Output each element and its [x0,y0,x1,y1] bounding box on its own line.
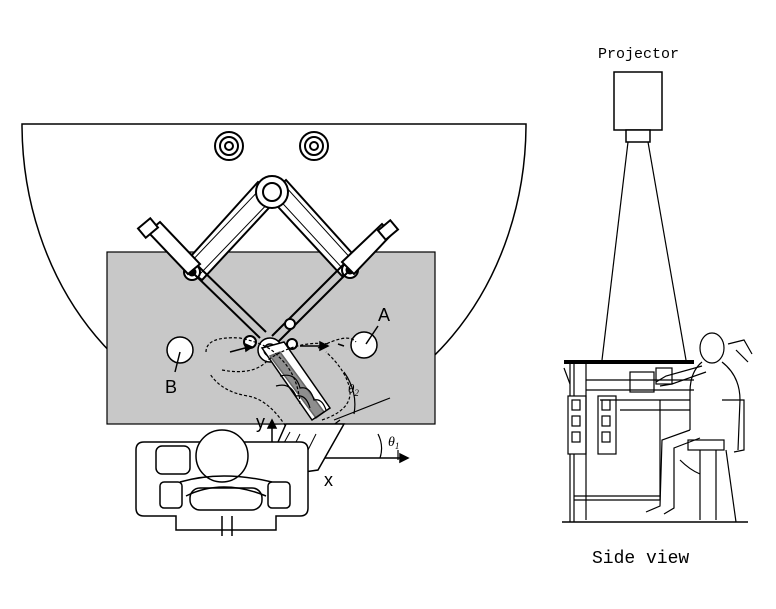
side-participant [645,332,753,523]
theta2-arc [343,371,356,415]
label-a: A [378,305,390,325]
target-b-circle [166,336,194,364]
label-b: B [165,377,177,397]
axis-x-label: x [324,470,333,490]
theta2-subscript: 2 [354,388,359,398]
projection-beam-left [601,141,629,361]
participant-top [135,429,309,536]
side-view-caption: Side view [592,549,689,569]
base-pulleys [214,131,329,161]
target-a-circle [350,331,378,359]
robot-lower-links [191,263,351,350]
projector-label: Projector [598,46,679,63]
side-apparatus [562,362,748,523]
end-effector [257,337,332,422]
theta2-symbol: θ [348,381,355,396]
projector-lens [625,129,651,143]
motion-arrows [229,340,345,353]
theta1-symbol: θ [388,435,395,450]
target-b-leader [174,351,181,373]
movement-trajectories [205,337,357,431]
theta2-ref-line [333,397,391,421]
theta1-label: θ1 [388,435,399,451]
target-a-leader [365,325,379,345]
side-view: Projector [562,46,753,569]
top-view: A B x y θ2 θ1 [21,123,527,536]
theta2-label: θ2 [348,381,359,398]
theta1-subscript: 1 [395,441,400,451]
projection-beam-right [647,141,687,361]
projector-box [613,71,663,131]
axis-y-label: y [256,412,265,432]
